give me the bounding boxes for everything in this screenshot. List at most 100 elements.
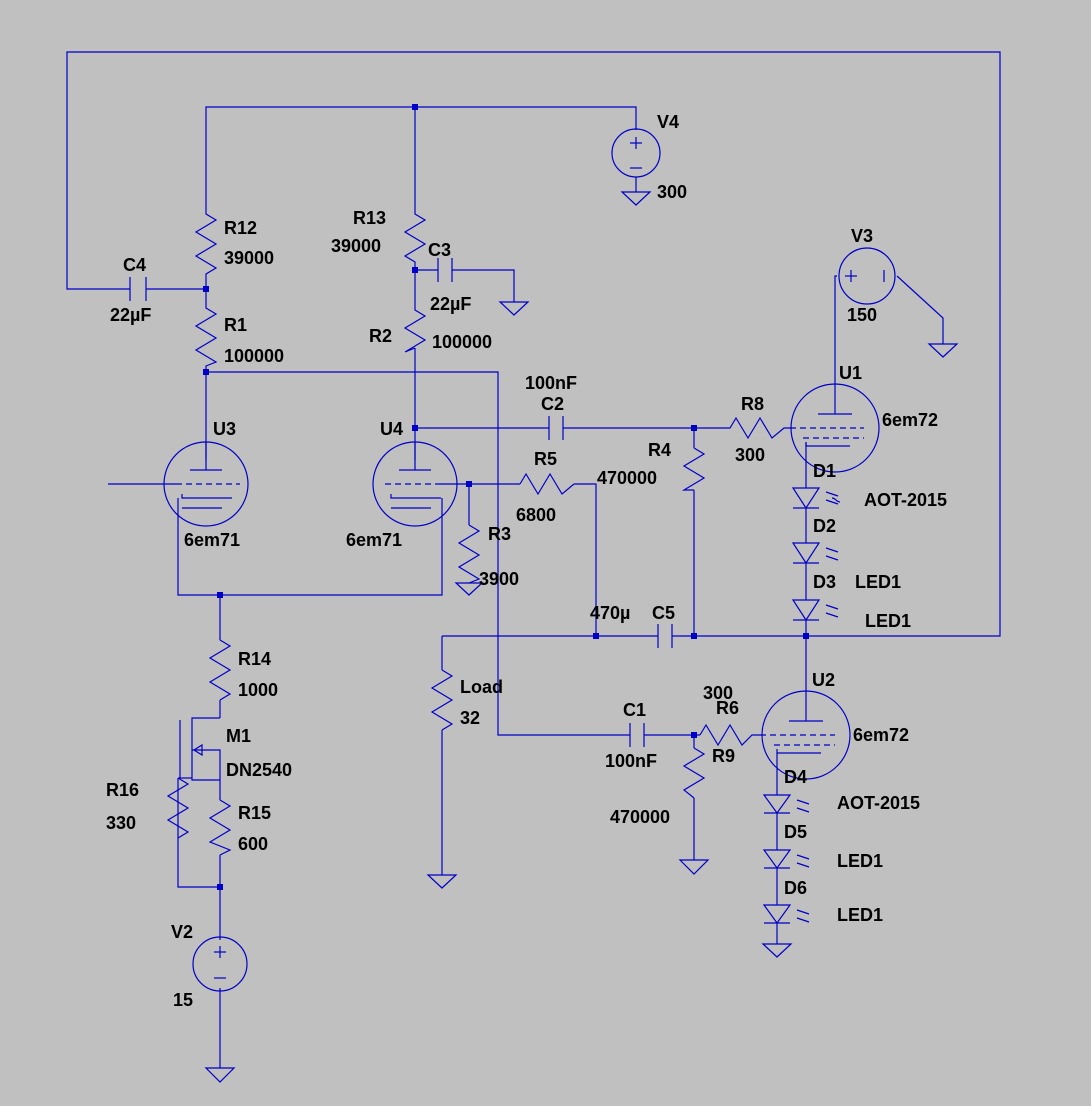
r16-value: 330 xyxy=(106,813,136,833)
resistor-r14[interactable] xyxy=(208,639,232,701)
load-name: Load xyxy=(460,677,503,697)
r2-name: R2 xyxy=(369,326,392,346)
u4-name: U4 xyxy=(380,419,403,439)
c3-value: 22µF xyxy=(430,294,471,314)
ground-icon xyxy=(426,874,458,889)
u3-name: U3 xyxy=(213,419,236,439)
r13-name: R13 xyxy=(353,208,386,228)
resistor-r9[interactable] xyxy=(682,747,706,799)
u2-name: U2 xyxy=(812,670,835,690)
led-d2[interactable] xyxy=(791,542,839,565)
tube-u4[interactable] xyxy=(372,441,458,527)
c3-name: C3 xyxy=(428,240,451,260)
c5-value: 470µ xyxy=(590,603,630,623)
r9-name: R9 xyxy=(712,746,735,766)
resistor-r8[interactable] xyxy=(726,416,790,440)
r1-value: 100000 xyxy=(224,346,284,366)
ground-icon xyxy=(204,1067,236,1083)
led-d5[interactable] xyxy=(762,849,810,870)
c2-name: C2 xyxy=(541,394,564,414)
ground-icon xyxy=(678,859,710,875)
r2-value: 100000 xyxy=(432,332,492,352)
resistor-load[interactable] xyxy=(430,669,454,731)
r4-name: R4 xyxy=(648,440,671,460)
d5-value: LED1 xyxy=(837,851,883,871)
r16-name: R16 xyxy=(106,780,139,800)
capacitor-c3[interactable] xyxy=(437,258,453,282)
tube-u1[interactable] xyxy=(790,383,880,473)
resistor-r16[interactable] xyxy=(166,777,190,839)
r14-value: 1000 xyxy=(238,680,278,700)
u4-value: 6em71 xyxy=(346,530,402,550)
resistor-r2[interactable] xyxy=(403,308,427,353)
resistor-r12[interactable] xyxy=(194,210,218,289)
v3-name: V3 xyxy=(851,226,873,246)
tube-u3[interactable] xyxy=(163,441,249,527)
r12-name: R12 xyxy=(224,218,257,238)
d1-name: D1 xyxy=(813,461,836,481)
resistor-r4[interactable] xyxy=(681,447,706,491)
r3-value: 3900 xyxy=(479,569,519,589)
resistor-r3[interactable] xyxy=(457,524,481,584)
v4-name: V4 xyxy=(657,112,679,132)
r8-name: R8 xyxy=(741,394,764,414)
u2-value: 6em72 xyxy=(853,725,909,745)
c1-value: 100nF xyxy=(605,751,657,771)
v2-name: V2 xyxy=(171,922,193,942)
mosfet-m1[interactable] xyxy=(178,717,221,781)
d4-name: D4 xyxy=(784,767,807,787)
resistor-r1[interactable] xyxy=(194,289,218,372)
ground-icon xyxy=(498,301,530,316)
tube-u2[interactable] xyxy=(760,690,851,780)
r12-value: 39000 xyxy=(224,248,274,268)
u1-value: 6em72 xyxy=(882,410,938,430)
r6-value: 300 xyxy=(703,683,733,703)
led-d3[interactable] xyxy=(791,599,839,622)
load-value: 32 xyxy=(460,708,480,728)
r1-name: R1 xyxy=(224,315,247,335)
v2-value: 15 xyxy=(173,990,193,1010)
resistor-r6[interactable] xyxy=(699,723,760,747)
d6-value: LED1 xyxy=(837,905,883,925)
led-d1[interactable] xyxy=(791,487,841,510)
r14-name: R14 xyxy=(238,649,271,669)
ground-icon xyxy=(761,943,793,958)
d1-value: AOT-2015 xyxy=(864,490,947,510)
led-d6[interactable] xyxy=(762,904,810,925)
voltage-source-v4[interactable] xyxy=(611,128,661,178)
u3-value: 6em71 xyxy=(184,530,240,550)
led-d4[interactable] xyxy=(762,794,810,815)
capacitor-c2[interactable] xyxy=(548,416,564,440)
d3-value: LED1 xyxy=(865,611,911,631)
resistor-r15[interactable] xyxy=(208,799,232,856)
ground-icon xyxy=(927,343,959,358)
c4-value: 22µF xyxy=(110,305,151,325)
c4-name: C4 xyxy=(123,255,146,275)
r5-value: 6800 xyxy=(516,505,556,525)
capacitor-c1[interactable] xyxy=(629,723,645,747)
voltage-source-v2[interactable] xyxy=(192,936,248,992)
r8-value: 300 xyxy=(735,445,765,465)
r15-value: 600 xyxy=(238,834,268,854)
ground-icon xyxy=(620,191,652,206)
capacitor-c4[interactable] xyxy=(129,277,147,301)
r13-value: 39000 xyxy=(331,236,381,256)
resistor-r13[interactable] xyxy=(403,210,427,270)
v4-value: 300 xyxy=(657,182,687,202)
r3-name: R3 xyxy=(488,524,511,544)
d3-name: D3 xyxy=(813,572,836,592)
resistor-r5[interactable] xyxy=(519,472,575,496)
c2-value: 100nF xyxy=(525,373,577,393)
junctions xyxy=(203,104,809,890)
m1-value: DN2540 xyxy=(226,760,292,780)
voltage-source-v3[interactable] xyxy=(838,247,896,305)
r6-name: R6 xyxy=(716,698,739,718)
v3-value: 150 xyxy=(847,305,877,325)
d2-value: LED1 xyxy=(855,572,901,592)
d2-name: D2 xyxy=(813,516,836,536)
d5-name: D5 xyxy=(784,822,807,842)
m1-name: M1 xyxy=(226,726,251,746)
ground-icon xyxy=(454,582,484,596)
capacitor-c5[interactable] xyxy=(657,624,673,648)
